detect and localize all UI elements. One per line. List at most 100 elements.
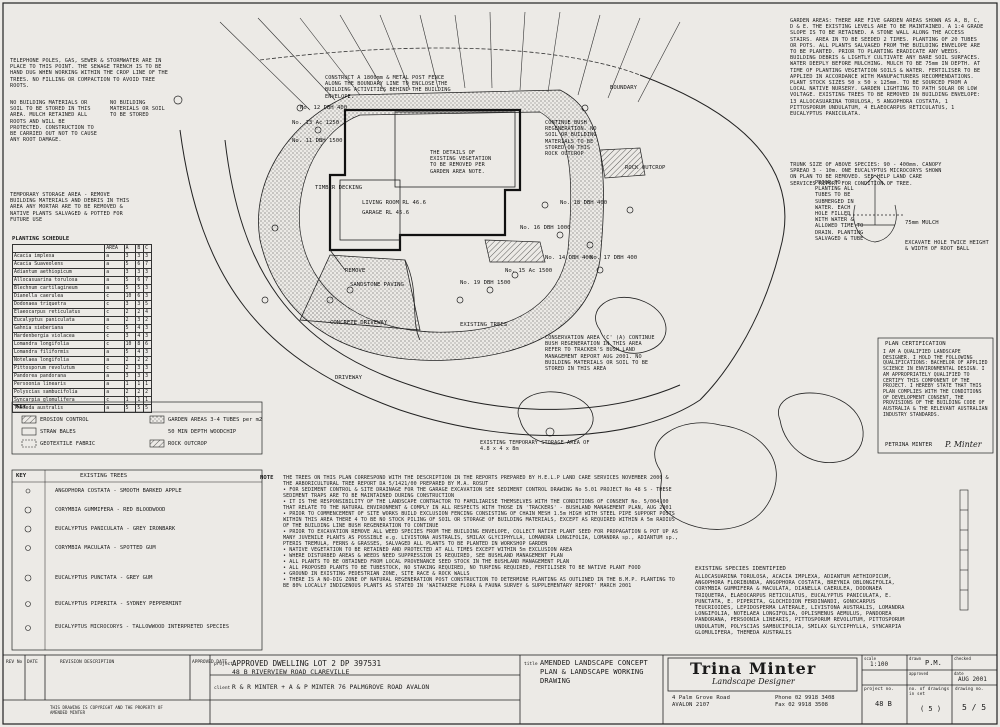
conservation-note: CONSERVATION AREA 'C' (A) CONTINUE BUSH …: [545, 335, 658, 373]
boundary-label: BOUNDARY: [610, 85, 637, 91]
schedule-cell: Elaeocarpus reticulatus: [11, 308, 106, 317]
schedule-cell: 5: [143, 300, 152, 309]
schedule-cell: 5: [123, 260, 137, 269]
project-no-value: 48 B: [875, 700, 892, 708]
schedule-cell: 3: [135, 252, 145, 261]
key-item: GEOTEXTILE FABRIC: [40, 441, 96, 447]
schedule-cell: Acacia implexa: [11, 252, 106, 261]
tree-label: No. 13 Ac 1250: [292, 120, 340, 126]
schedule-cell: 5: [123, 276, 137, 285]
drawing-no-label: drawing no.: [955, 687, 984, 692]
schedule-cell: a: [104, 388, 125, 397]
schedule-cell: 5: [123, 348, 137, 357]
schedule-cell: Hardenbergia violacea: [11, 332, 106, 341]
existing-species-title: EXISTING SPECIES IDENTIFIED: [695, 566, 786, 572]
schedule-cell: 3: [123, 300, 137, 309]
schedule-cell: Adiantum aethiopicum: [11, 268, 106, 277]
drawing-no-value: 5 / 5: [962, 703, 987, 712]
schedule-cell: a: [104, 380, 125, 389]
schedule-cell: 1: [123, 380, 137, 389]
concrete-driveway-label: CONCRETE DRIVEWAY: [330, 320, 388, 326]
schedule-cell: 3: [135, 372, 145, 381]
schedule-cell: a: [104, 356, 125, 365]
schedule-cell: 5: [143, 404, 152, 413]
schedule-cell: 3: [123, 372, 137, 381]
key-item: GARDEN AREAS 3-4 TUBES per m2: [168, 417, 263, 423]
schedule-cell: 2: [123, 388, 137, 397]
schedule-cell: 2: [123, 364, 137, 373]
schedule-cell: a: [104, 284, 125, 293]
schedule-cell: 3: [143, 348, 152, 357]
title-block: [2, 654, 998, 725]
schedule-cell: 2: [143, 388, 152, 397]
key-tree-item: EUCALYPTUS PIPERITA - SYDNEY PEPPERMINT: [55, 601, 182, 607]
schedule-cell: 2: [135, 356, 145, 365]
scale-value: 1:100: [870, 661, 889, 668]
schedule-cell: 2: [123, 356, 137, 365]
boundary-top: [259, 47, 641, 76]
mulch-label: 75mm MULCH: [905, 220, 939, 226]
schedule-cell: Lomandra filiformis: [11, 348, 106, 357]
schedule-cell: Lomandra longifolia: [11, 340, 106, 349]
certification-title: PLAN CERTIFICATION: [885, 341, 946, 347]
sandstone-paving-label: SANDSTONE PAVING: [350, 282, 404, 288]
company-subtitle: Landscape Designer: [712, 677, 795, 686]
schedule-cell: 3: [135, 316, 145, 325]
schedule-cell: Allocasuarina torulosa: [11, 276, 106, 285]
remove-note: NO BUILDING MATERIALS OR SOIL TO BE STOR…: [110, 100, 169, 119]
key-tree-item: CORYMBIA MACULATA - SPOTTED GUM: [55, 545, 156, 551]
key-tree-item: CORYMBIA GUMMIFERA - RED BLOODWOOD: [55, 507, 166, 513]
notes-title: NOTE: [260, 475, 274, 481]
schedule-cell: Acacia Suaveolens: [11, 260, 106, 269]
living-label: LIVING ROOM RL 46.6: [362, 200, 426, 206]
schedule-cell: 5: [135, 404, 145, 413]
existing-species-text: ALLOCASUARINA TORULOSA, ACACIA IMPLEXA, …: [695, 574, 908, 636]
schedule-cell: 8: [135, 340, 145, 349]
existing-trees-label: EXISTING TREES: [460, 322, 508, 328]
key-tree-item: EUCALYPTUS MICROCORYS - TALLOWWOOD INTER…: [55, 624, 230, 630]
schedule-cell: 6: [135, 260, 145, 269]
drawing-title: AMENDED LANDSCAPE CONCEPT PLAN & LANDSCA…: [540, 659, 653, 685]
signature: P. Minter: [945, 440, 982, 449]
key-1-title: KEY: [16, 404, 27, 410]
schedule-cell: 2: [123, 308, 137, 317]
client-name: R & R MINTER + A & P MINTER 76 PALMGROVE…: [232, 684, 430, 691]
date-field-label: date: [954, 671, 964, 676]
dotted-area-note: THE DETAILS OF EXISTING VEGETATION TO BE…: [430, 150, 495, 175]
company-phone: Phone 02 9918 3408: [775, 695, 835, 701]
planting-detail: [845, 174, 905, 243]
schedule-cell: c: [104, 324, 125, 333]
driveway-label: DRIVEWAY: [335, 375, 362, 381]
schedule-cell: 1: [123, 396, 137, 405]
schedule-cell: 1: [135, 380, 145, 389]
tree-label: No. 12 DBH 400: [300, 105, 348, 111]
schedule-cell: Persoonia linearis: [11, 380, 106, 389]
schedule-cell: 2: [143, 356, 152, 365]
key-tree-item: EUCALYPTUS PUNCTATA - GREY GUM: [55, 575, 153, 581]
schedule-cell: c: [104, 332, 125, 341]
schedule-cell: 3: [143, 364, 152, 373]
rock-outcrop: [484, 239, 546, 263]
client-field-label: client: [214, 686, 231, 691]
title-field-label: title: [524, 662, 538, 667]
schedule-cell: c: [104, 340, 125, 349]
checked-field-label: checked: [954, 656, 971, 661]
schedule-cell: 1: [143, 396, 152, 405]
boundary-curve-right: [639, 74, 786, 401]
schedule-cell: 4: [135, 332, 145, 341]
schedule-cell: Blechnum cartilagineum: [11, 284, 106, 293]
schedule-cell: 5: [123, 324, 137, 333]
project-field-label: project: [214, 662, 233, 667]
schedule-cell: 5: [123, 404, 137, 413]
